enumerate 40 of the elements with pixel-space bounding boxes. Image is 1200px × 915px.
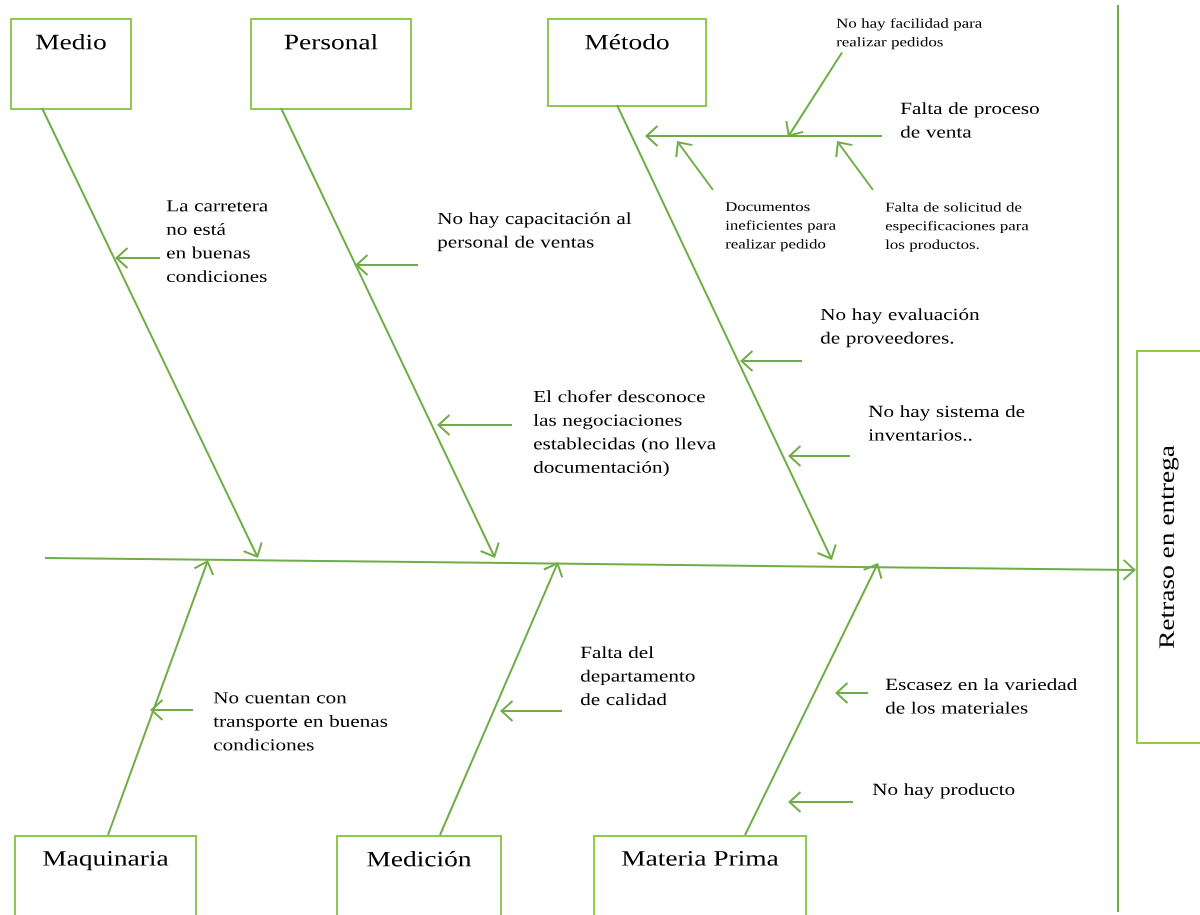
category-box: Método [547, 18, 707, 107]
cause-text: Falta de proceso de venta [900, 102, 1039, 138]
cause-text: No hay facilidad para realizar pedidos [836, 18, 982, 50]
arrow [744, 563, 883, 836]
cause-text: No hay sistema de inventarios.. [868, 405, 1025, 441]
arrow [788, 445, 851, 467]
effect-box: Retraso en entrega [1136, 350, 1200, 744]
cause-text: No hay evaluación de proveedores. [820, 308, 980, 348]
arrow [437, 414, 513, 436]
arrow [740, 350, 803, 372]
cause-text: El chofer desconoce las negociaciones establecidas (no lleva documentación) [533, 390, 716, 477]
arrow [835, 682, 869, 704]
arrow [115, 247, 161, 269]
arrow [500, 700, 563, 722]
category-box: Personal [250, 18, 412, 110]
cause-text: No hay producto [872, 783, 1015, 799]
arrow [675, 141, 714, 191]
category-box: Maquinaria [14, 835, 197, 915]
category-box: Materia Prima [593, 835, 807, 915]
cause-text: No hay capacitación al personal de ventas [437, 212, 632, 252]
cause-text: Falta del departamento de calidad [580, 646, 695, 706]
arrow [616, 104, 837, 560]
arrow [788, 791, 854, 813]
arrow [41, 107, 263, 558]
cause-text: No cuentan con transporte en buenas condiciones [213, 692, 388, 751]
category-box: Medición [336, 835, 502, 915]
arrow [645, 125, 883, 147]
arrow [44, 557, 1136, 581]
cause-text: Escasez en la variedad de los materiales [885, 678, 1078, 714]
cause-text: La carretera no está en buenas condiciones [166, 200, 268, 283]
cause-text: Falta de solicitud de especificaciones para los productos. [885, 202, 1029, 252]
arrow [355, 254, 419, 276]
arrow [280, 107, 500, 558]
arrow [835, 141, 874, 191]
category-box: Medio [10, 18, 132, 110]
arrow [439, 562, 564, 836]
arrow [785, 51, 843, 137]
arrow [150, 699, 194, 721]
arrow [107, 560, 215, 836]
cause-text: Documentos ineficientes para realizar pedido [725, 202, 836, 252]
